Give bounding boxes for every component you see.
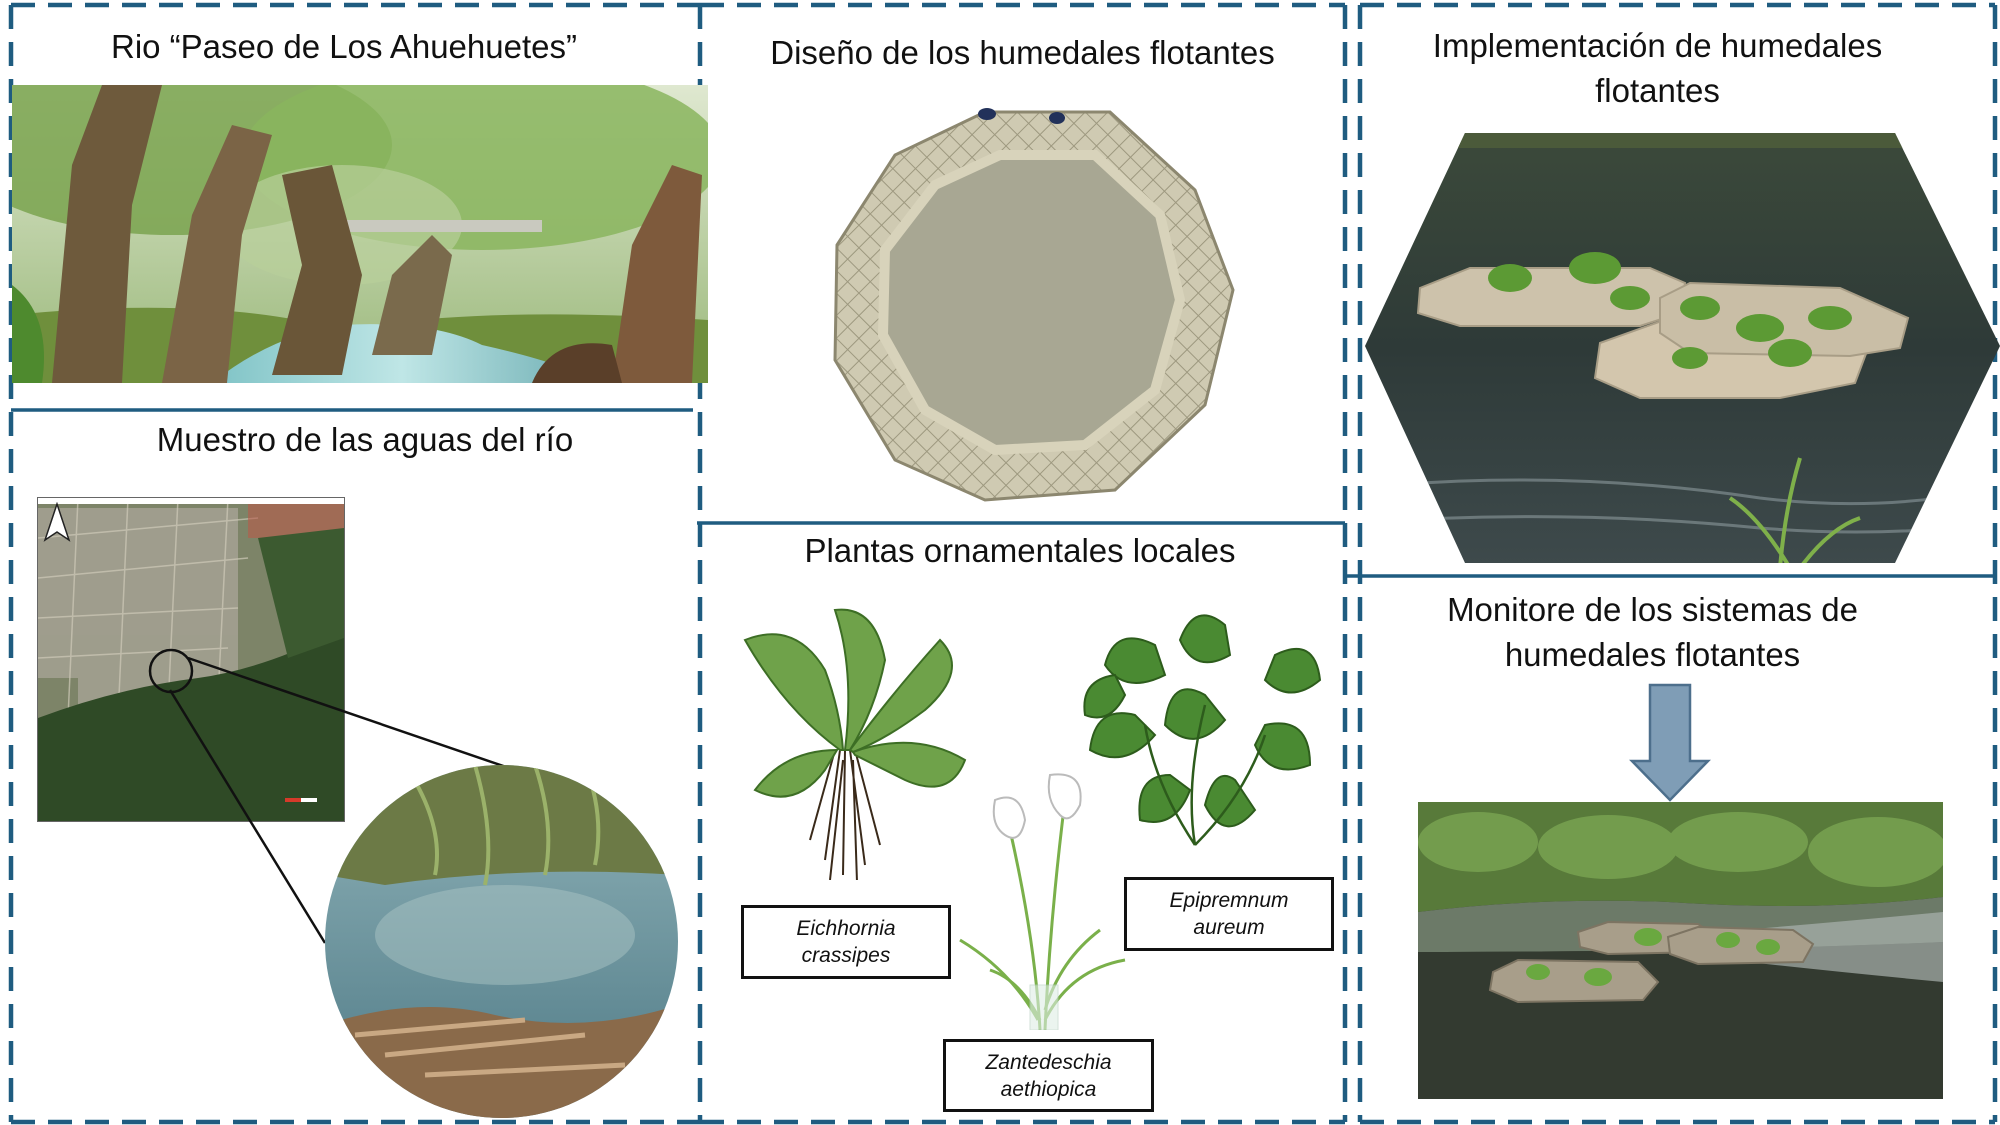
caption-zantedeschia: Zantedeschia aethiopica [943,1039,1154,1112]
implementation-panel-title: Implementación de humedales flotantes [1360,23,1955,113]
implementation-title-line1: Implementación de humedales [1432,27,1883,64]
eichhornia-genus: Eichhornia [796,917,896,940]
caption-epipremnum: Epipremnum aureum [1124,877,1334,951]
river-sample-circle-photo [325,765,678,1118]
north-arrow-icon [43,502,71,542]
epipremnum-genus: Epipremnum [1169,889,1289,912]
eichhornia-species: crassipes [801,944,891,967]
zoom-connector-lines [168,656,510,944]
zantedeschia-plant-image [959,773,1126,1030]
epipremnum-species: aureum [1193,916,1265,939]
epipremnum-plant-image [1083,614,1322,846]
down-arrow-icon [1629,683,1711,802]
monitoring-panel-title: Monitore de los sistemas de humedales fl… [1360,587,1945,677]
eichhornia-plant-image [743,608,967,880]
monitoring-title-line2: humedales flotantes [1504,636,1801,673]
zantedeschia-species: aethiopica [1000,1077,1097,1101]
plants-panel-title: Plantas ornamentales locales [804,532,1236,569]
river-panel-title: Rio “Paseo de Los Ahuehuetes” [111,28,577,65]
implementation-title-line2: flotantes [1595,72,1720,109]
river-forest-photo [12,85,708,383]
zantedeschia-genus: Zantedeschia [985,1050,1112,1074]
monitoring-photo [1418,802,1943,1099]
design-panel-title: Diseño de los humedales flotantes [770,34,1275,71]
caption-eichhornia: Eichhornia crassipes [741,905,951,979]
monitoring-title-line1: Monitore de los sistemas de [1447,591,1858,628]
floating-wetland-mat-photo [833,108,1235,502]
sampling-panel-title: Muestro de las aguas del río [156,421,574,458]
implementation-hexagon-photo [1365,133,2000,563]
